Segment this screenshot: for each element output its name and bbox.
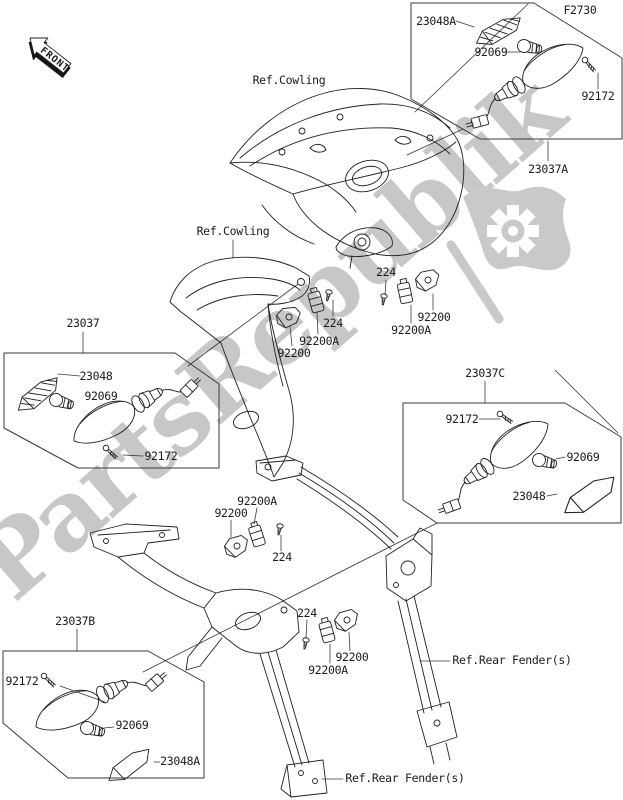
part-23037c-label: 23037C [465, 366, 505, 380]
part-23048a-top-label: 23048A [416, 14, 456, 28]
ref-cowling-upper-label: Ref.Cowling [252, 73, 326, 87]
part-23048-left-label: 23048 [79, 369, 113, 383]
partsrepublik-flag-logo [446, 186, 571, 324]
ref-rear-fender-right-label: Ref.Rear Fender(s) [452, 653, 572, 667]
detail-box-rear-left-23037b [2, 650, 205, 779]
part-92200-upper-label: 92200 [417, 310, 451, 324]
part-92069-left-label: 92069 [84, 389, 118, 403]
part-23037b-label: 23037B [55, 614, 95, 628]
flag-pole [446, 240, 504, 324]
part-23037-label: 23037 [66, 316, 100, 330]
part-224-mid-label: 224 [323, 316, 343, 330]
part-92200a-bottom-label: 92200A [308, 663, 348, 677]
part-92200-bottom-label: 92200 [335, 650, 369, 664]
part-92172-bottomleft-label: 92172 [5, 674, 39, 688]
part-92069-top-label: 92069 [474, 45, 508, 59]
part-92172-top-label: 92172 [581, 89, 615, 103]
part-224-bottom-label: 224 [297, 606, 317, 620]
left-fender-stay-drawing [89, 523, 328, 798]
gear-icon [487, 205, 539, 257]
part-92200-center-label: 92200 [214, 506, 248, 520]
part-224-center-label: 224 [272, 550, 292, 564]
inner-cowling-drawing [169, 256, 310, 478]
figure-code-label: F2730 [563, 3, 597, 17]
ref-cowling-lower-label: Ref.Cowling [196, 224, 270, 238]
part-92200-mid-label: 92200 [277, 346, 311, 360]
part-92200a-upper-label: 92200A [391, 323, 431, 337]
part-23048a-bottom-label: 23048A [160, 754, 200, 768]
part-92200a-center-label: 92200A [237, 494, 277, 508]
part-92172-right-label: 92172 [445, 412, 479, 426]
part-92172-left-label: 92172 [144, 449, 178, 463]
part-23037a-label: 23037A [528, 162, 568, 176]
right-fender-stay-drawing [255, 455, 458, 765]
part-92200a-mid-label: 92200A [299, 334, 339, 348]
part-224-upper-label: 224 [376, 265, 396, 279]
detail-box-front-left-23037 [3, 352, 220, 469]
front-arrow: FRONT [28, 37, 72, 78]
part-23048-right-label: 23048 [512, 489, 546, 503]
detail-box-rear-right-23037c [402, 402, 622, 524]
detail-box-front-right-23037a [410, 2, 623, 140]
part-92069-bottomleft-label: 92069 [115, 718, 149, 732]
part-92069-right-label: 92069 [566, 450, 600, 464]
ref-rear-fender-bottom-label: Ref.Rear Fender(s) [345, 771, 465, 785]
front-cowling-drawing [229, 88, 465, 269]
